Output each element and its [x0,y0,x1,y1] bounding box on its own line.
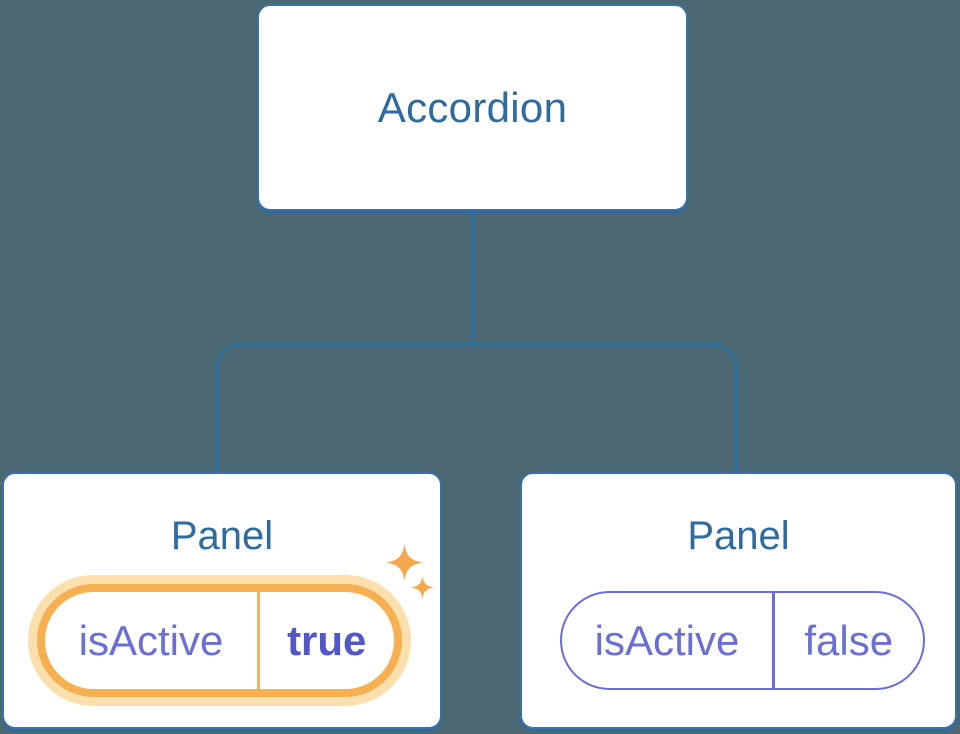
pill-divider [257,592,260,689]
connector-branch [215,343,738,474]
sparkles-icon [384,542,436,600]
panel-node-inactive: Panel isActive false [520,472,957,729]
state-pill-inactive: isActive false [560,591,925,690]
state-pill-active: isActive true [37,584,402,697]
accordion-node-label: Accordion [377,83,568,131]
panel-node-title: Panel [687,514,790,558]
state-name: isActive [594,616,740,664]
panel-node-active: Panel isActive true [2,472,442,729]
accordion-node: Accordion [257,4,688,211]
state-value: true [287,616,367,664]
sparkle-large-icon [386,544,423,581]
panel-node-title: Panel [170,514,274,558]
state-name: isActive [78,616,224,664]
sparkle-small-icon [411,576,434,599]
pill-divider [772,593,775,688]
state-value: false [804,616,894,664]
connector-root-to-branch [471,209,475,346]
